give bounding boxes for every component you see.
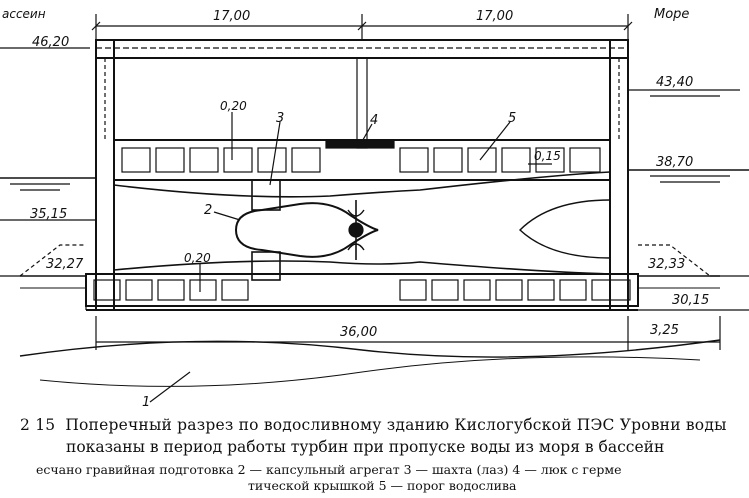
- callout-4: 4: [370, 113, 378, 128]
- level-4340: 43,40: [656, 75, 693, 90]
- callout-5: 5: [508, 111, 516, 126]
- callout-3: 3: [276, 111, 284, 126]
- thick-020-bottom: 0,20: [184, 251, 211, 265]
- hydro-section-drawing: ассеин Море 17,00 17,00 46,20 43,40 38,7…: [0, 7, 749, 410]
- level-3233: 32,33: [648, 257, 685, 272]
- dim-total: 36,00: [340, 325, 377, 340]
- left-fill: [19, 244, 86, 277]
- legend-line1: есчано гравийная подготовка 2 — капсульн…: [0, 462, 749, 477]
- legend-text-1: есчано гравийная подготовка 2 — капсульн…: [36, 462, 622, 477]
- thick-015: 0,15: [534, 149, 561, 163]
- water-passage-top: [113, 171, 611, 198]
- figure-caption-line1: 2 15 Поперечный разрез по водосливному зд…: [0, 416, 749, 434]
- legend-line2: тической крышкой 5 — порог водослива: [0, 478, 749, 493]
- figure-caption-line2: показаны в период работы турбин при проп…: [0, 438, 749, 456]
- dim-right: 17,00: [476, 9, 513, 24]
- access-shaft-3: [251, 179, 281, 211]
- ground-line: [19, 339, 721, 358]
- left-side-label: ассеин: [2, 7, 46, 21]
- caption-text-2: показаны в период работы турбин при проп…: [66, 438, 665, 456]
- right-side-label: Море: [654, 7, 689, 22]
- right-fill: [638, 244, 711, 277]
- callout-2: 2: [204, 203, 212, 218]
- top-deck: [95, 39, 629, 59]
- level-3515: 35,15: [30, 207, 67, 222]
- water-passage-bottom: [113, 260, 611, 275]
- lower-gallery: [85, 273, 639, 307]
- caption-text-1: Поперечный разрез по водосливному зданию…: [65, 416, 727, 434]
- level-3870: 38,70: [656, 155, 693, 170]
- level-3227: 32,27: [46, 257, 84, 272]
- level-3015: 30,15: [672, 293, 709, 308]
- dim-left: 17,00: [213, 9, 250, 24]
- legend-text-2: тической крышкой 5 — порог водослива: [248, 478, 517, 493]
- figure-number: 2 15: [20, 416, 56, 434]
- callout-1: 1: [142, 395, 150, 410]
- level-4620: 46,20: [32, 35, 69, 50]
- draft-cone: [518, 199, 611, 259]
- dim-right-small: 3,25: [650, 323, 679, 338]
- thick-020-top: 0,20: [220, 99, 247, 113]
